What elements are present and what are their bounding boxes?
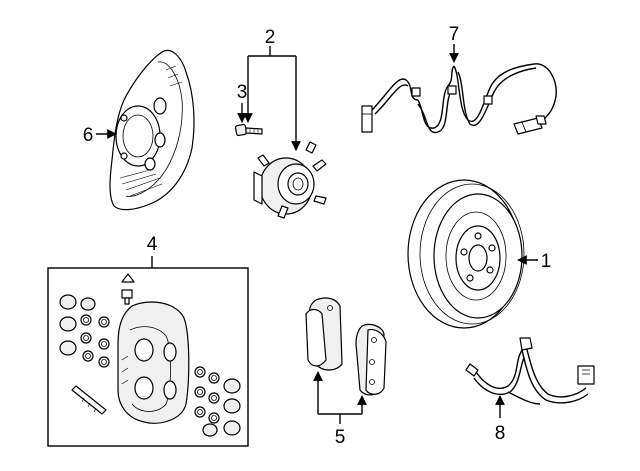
brake-hose-part	[465, 337, 595, 405]
callout-1: 1	[541, 251, 552, 272]
dust-shield-part	[109, 49, 195, 211]
callout-4: 4	[147, 234, 158, 255]
callout-5: 5	[335, 427, 346, 448]
caliper-kit-box	[47, 267, 249, 447]
callout-8: 8	[495, 423, 506, 444]
callout-7: 7	[449, 24, 460, 45]
brake-rotor-part	[407, 179, 525, 329]
callout-3: 3	[237, 82, 248, 103]
brake-pads-part	[305, 297, 387, 396]
hub-bolt-part	[234, 123, 263, 137]
abs-sensor-wire-part	[361, 63, 557, 135]
hub-bearing-part	[253, 141, 327, 219]
callout-2: 2	[265, 27, 276, 48]
caliper-kit-parts	[59, 273, 241, 437]
callout-6: 6	[83, 125, 94, 146]
